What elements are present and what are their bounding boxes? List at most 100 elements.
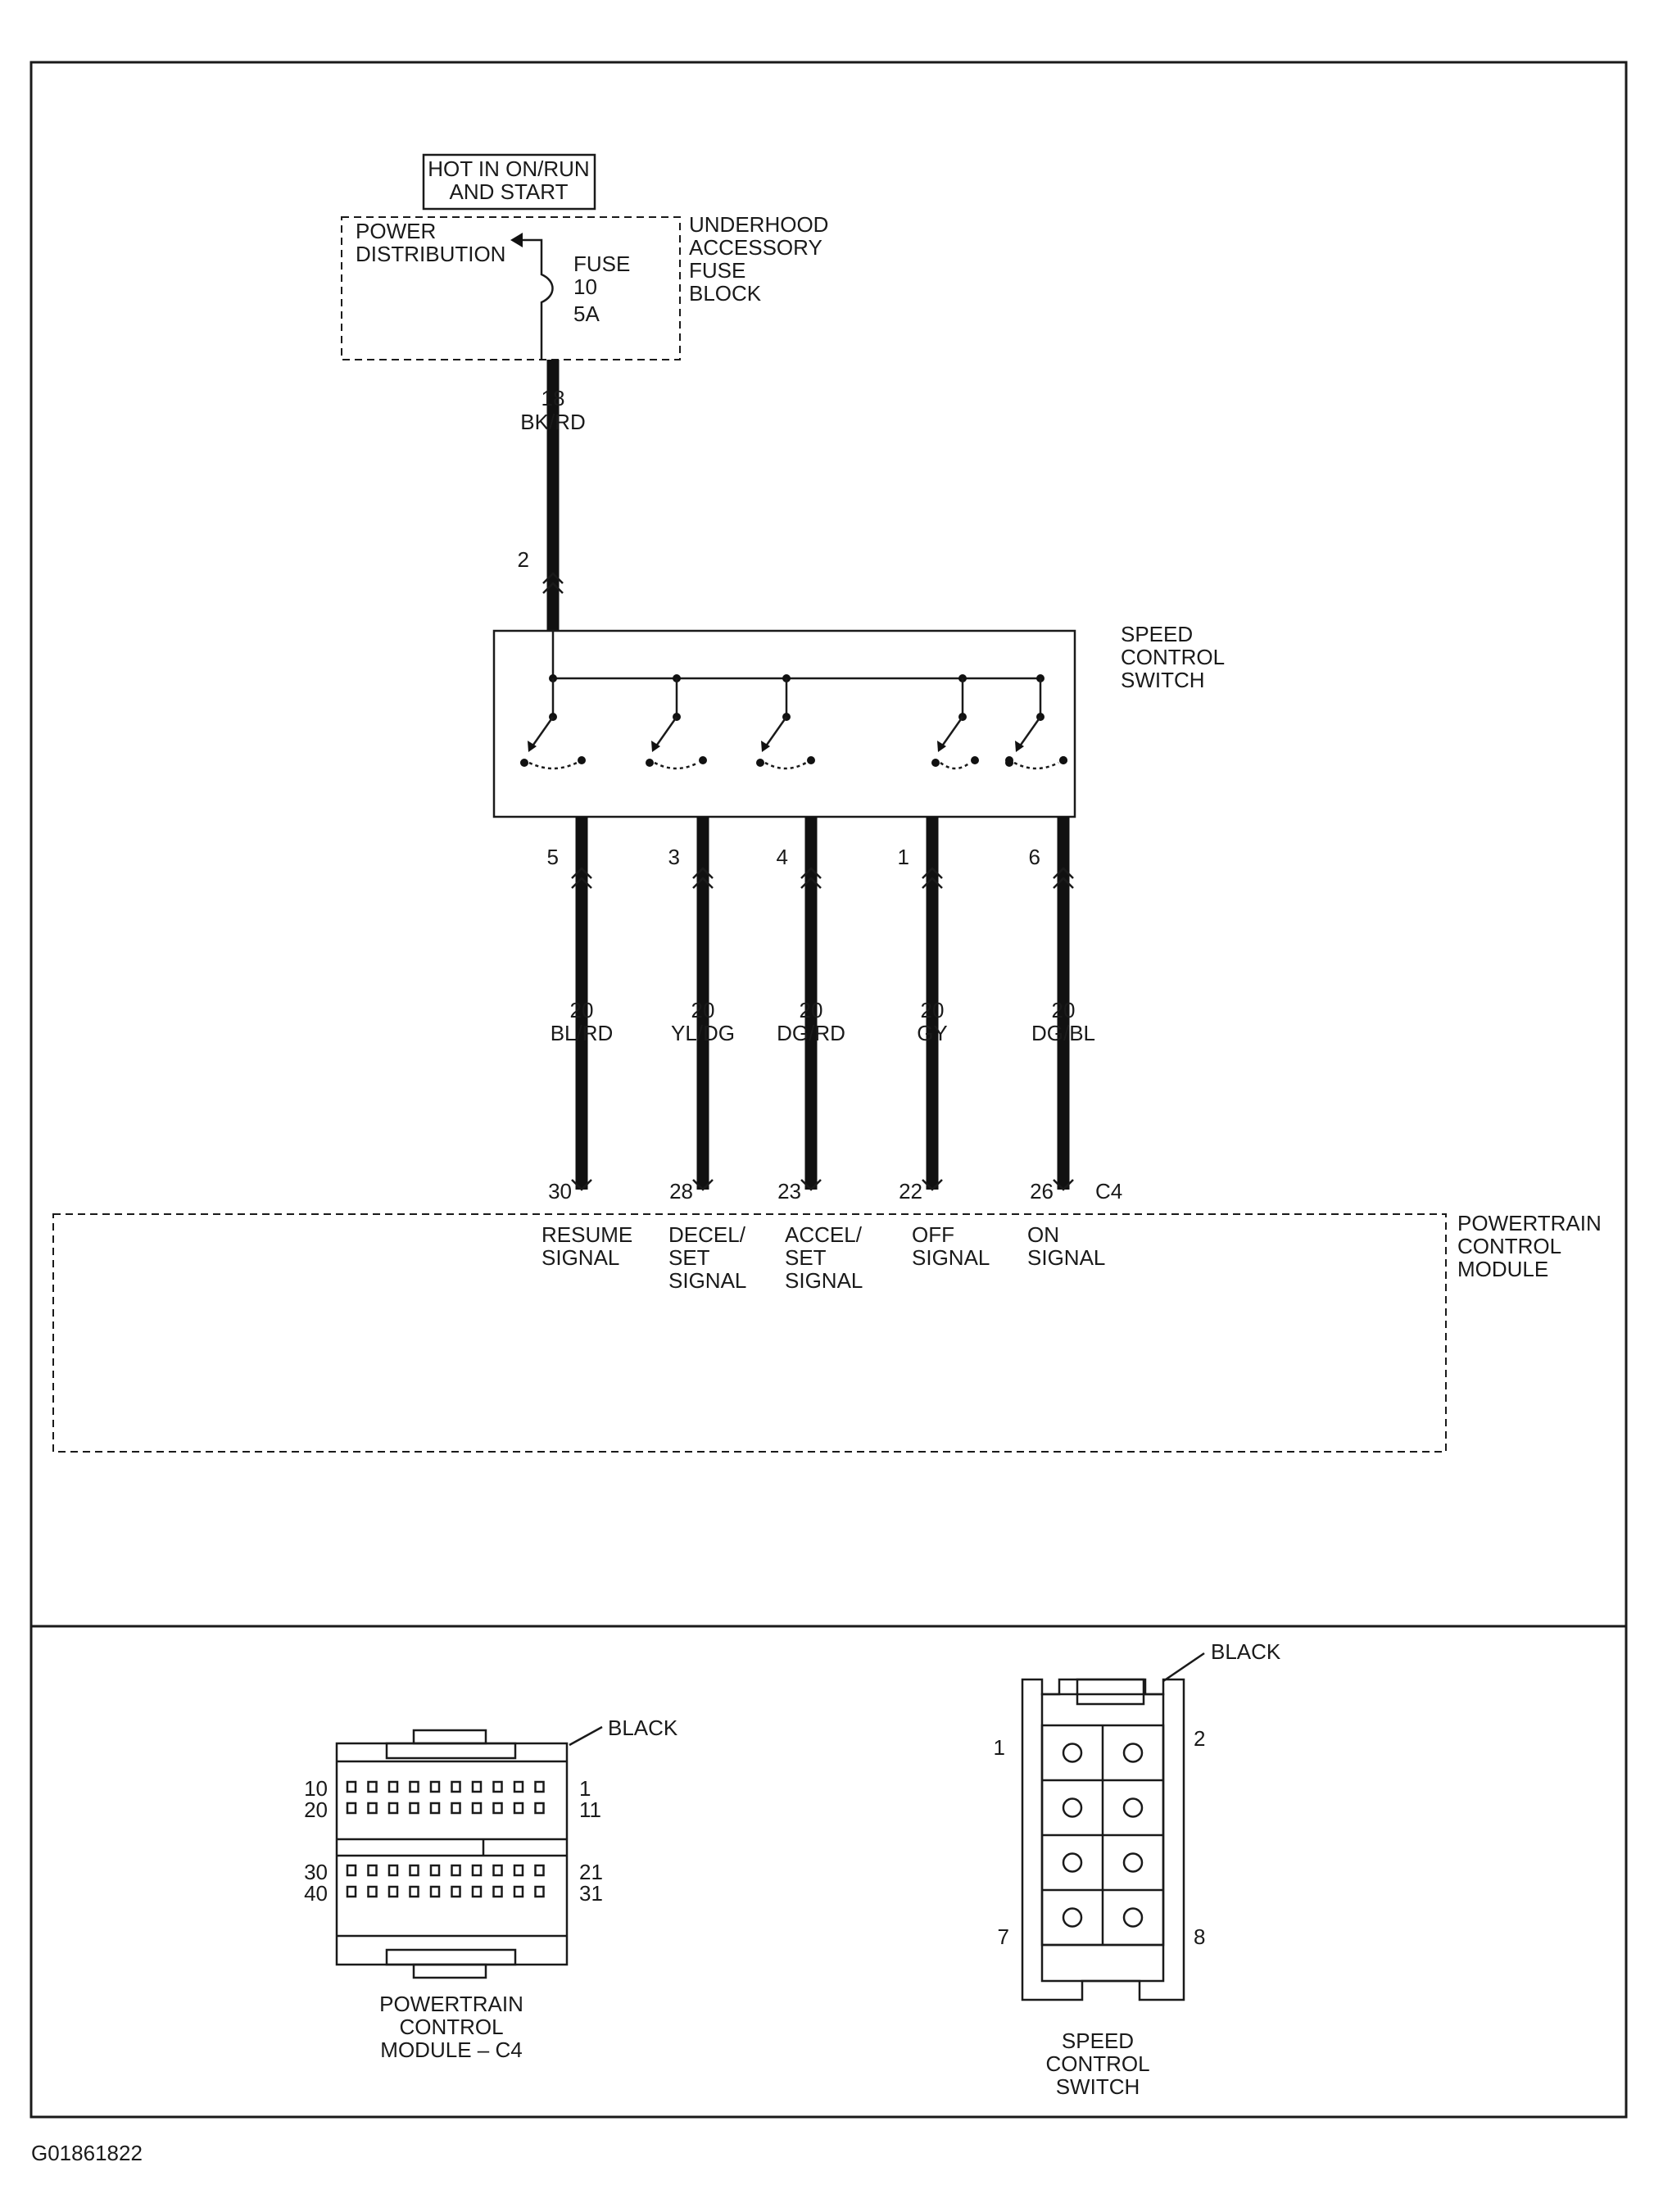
contact-arrow-4 bbox=[1015, 741, 1024, 752]
pcm-name-3: MODULE bbox=[1457, 1257, 1548, 1281]
signal-name-2-2: SIGNAL bbox=[785, 1268, 863, 1293]
pcm-cavity-r1-c0 bbox=[346, 1802, 357, 1815]
contact-arrow-2 bbox=[761, 741, 770, 752]
signal-name-2-0: ACCEL/ bbox=[785, 1222, 863, 1247]
pcm-caption-2: CONTROL bbox=[399, 2015, 503, 2039]
pcm-connector-chevron-0 bbox=[571, 1179, 592, 1191]
signal-name-1-0: DECEL/ bbox=[668, 1222, 746, 1247]
switch-cavity-r1-c1 bbox=[1122, 1797, 1144, 1818]
pcm-cavity-r2-c8 bbox=[513, 1864, 524, 1877]
signal-name-2-1: SET bbox=[785, 1245, 827, 1270]
wire-color-0: BL/RD bbox=[551, 1021, 614, 1045]
pcm-connector-chevron-1 bbox=[692, 1179, 714, 1191]
switch-connector-chevron-1 bbox=[692, 867, 714, 889]
fuse-symbol bbox=[523, 238, 554, 360]
pcm-cavity-r2-c5 bbox=[451, 1864, 461, 1877]
pcm-cavity-r0-c2 bbox=[387, 1780, 399, 1793]
switch-pin-label-0: 5 bbox=[547, 845, 559, 869]
pcm-name-2: CONTROL bbox=[1457, 1234, 1561, 1258]
switch-name-3: SWITCH bbox=[1121, 668, 1205, 692]
pcm-pin-label-1: 28 bbox=[669, 1179, 693, 1203]
switch-connector-chevron-0 bbox=[571, 867, 592, 889]
contact-blade-2 bbox=[764, 716, 788, 748]
contact-right-3 bbox=[971, 756, 979, 764]
pcm-connector-bottom-tab bbox=[385, 1948, 517, 1966]
contact-right-1 bbox=[699, 756, 707, 764]
switch-connector-leader bbox=[1162, 1652, 1205, 1683]
pcm-cavity-r3-c2 bbox=[387, 1885, 399, 1898]
switch-pin-8: 8 bbox=[1194, 1924, 1205, 1949]
pcm-cavity-r1-c7 bbox=[492, 1802, 503, 1815]
pcm-cavity-r3-c4 bbox=[429, 1885, 441, 1898]
pcm-cavity-r1-c2 bbox=[387, 1802, 399, 1815]
signal-name-4-1: SIGNAL bbox=[1027, 1245, 1105, 1270]
contact-extra-on bbox=[1059, 756, 1067, 764]
pcm-connector-chevron-3 bbox=[922, 1179, 943, 1191]
switch-caption-2: CONTROL bbox=[1045, 2051, 1149, 2076]
pcm-cavity-r3-c7 bbox=[492, 1885, 503, 1898]
diagram-frame bbox=[29, 61, 1628, 2119]
pcm-pin-31: 31 bbox=[579, 1881, 603, 1906]
pcm-caption-1: POWERTRAIN bbox=[379, 1992, 523, 2016]
pcm-cavity-r1-c5 bbox=[451, 1802, 461, 1815]
contact-link-2 bbox=[764, 761, 807, 770]
pcm-pin-10: 10 bbox=[304, 1776, 328, 1801]
pcm-cavity-r1-c6 bbox=[471, 1802, 483, 1815]
pcm-cavity-r3-c5 bbox=[451, 1885, 461, 1898]
switch-contacts bbox=[520, 631, 1067, 770]
pcm-boundary bbox=[52, 1213, 1447, 1453]
contact-left-1 bbox=[646, 759, 654, 767]
contact-right-0 bbox=[578, 756, 586, 764]
pcm-cavity-r0-c5 bbox=[451, 1780, 461, 1793]
wire-gauge-3: 20 bbox=[921, 998, 945, 1022]
pcm-cavity-r0-c7 bbox=[492, 1780, 503, 1793]
switch-connector-view bbox=[1021, 1678, 1185, 2001]
pcm-cavity-r2-c3 bbox=[409, 1864, 419, 1877]
signal-name-3-0: OFF bbox=[912, 1222, 954, 1247]
wire-gauge-4: 20 bbox=[1052, 998, 1076, 1022]
pcm-connector-chevron-4 bbox=[1053, 1179, 1074, 1191]
pcm-caption-3: MODULE – C4 bbox=[380, 2037, 522, 2062]
pcm-cavity-r3-c9 bbox=[534, 1885, 545, 1898]
hot-label-line-2: AND START bbox=[450, 179, 569, 204]
pcm-connector-bottom-latch bbox=[412, 1963, 487, 1979]
wire-gauge-1: 20 bbox=[691, 998, 715, 1022]
feed-wire-pin: 2 bbox=[518, 547, 529, 572]
pcm-pin-label-2: 23 bbox=[777, 1179, 801, 1203]
pcm-cavity-r0-c9 bbox=[534, 1780, 545, 1793]
switch-cavity-r1-c0 bbox=[1062, 1797, 1083, 1818]
switch-pin-2: 2 bbox=[1194, 1726, 1205, 1751]
wire-color-1: YL/DG bbox=[671, 1021, 735, 1045]
contact-left-2 bbox=[756, 759, 764, 767]
switch-cavity-r3-c1 bbox=[1122, 1907, 1144, 1928]
pcm-cavity-r1-c9 bbox=[534, 1802, 545, 1815]
speed-control-switch-box bbox=[492, 629, 1076, 818]
pcm-connector-leader bbox=[569, 1725, 603, 1747]
switch-cavities bbox=[1042, 1725, 1163, 1947]
switch-pin-label-1: 3 bbox=[668, 845, 680, 869]
switch-pin-label-2: 4 bbox=[777, 845, 788, 869]
signal-wires: 520BL/RD30RESUMESIGNAL320YL/DG28DECEL/SE… bbox=[542, 817, 1105, 1293]
switch-cavity-r2-c1 bbox=[1122, 1852, 1144, 1873]
pcm-connector-top-latch bbox=[412, 1729, 487, 1745]
switch-pin-1: 1 bbox=[994, 1735, 1005, 1760]
figure-id: G01861822 bbox=[31, 2141, 143, 2165]
pcm-connector-color: BLACK bbox=[608, 1716, 678, 1740]
fuse-block-name-2: ACCESSORY bbox=[689, 235, 822, 260]
switch-cavity-r3-c0 bbox=[1062, 1907, 1083, 1928]
switch-name-1: SPEED bbox=[1121, 622, 1193, 646]
pcm-cavity-r1-c4 bbox=[429, 1802, 441, 1815]
contact-link-1 bbox=[654, 761, 699, 770]
pcm-cavity-r3-c0 bbox=[346, 1885, 357, 1898]
contact-right-2 bbox=[807, 756, 815, 764]
power-distribution-line-2: DISTRIBUTION bbox=[356, 242, 505, 266]
pcm-connector-id: C4 bbox=[1095, 1179, 1122, 1203]
contact-blade-3 bbox=[940, 716, 964, 748]
switch-connector-latch bbox=[1076, 1678, 1145, 1706]
contact-arrow-3 bbox=[937, 741, 946, 752]
pcm-name-1: POWERTRAIN bbox=[1457, 1211, 1602, 1235]
pcm-cavity-r3-c1 bbox=[367, 1885, 378, 1898]
contact-arrow-0 bbox=[528, 741, 537, 752]
switch-pin-label-3: 1 bbox=[898, 845, 909, 869]
